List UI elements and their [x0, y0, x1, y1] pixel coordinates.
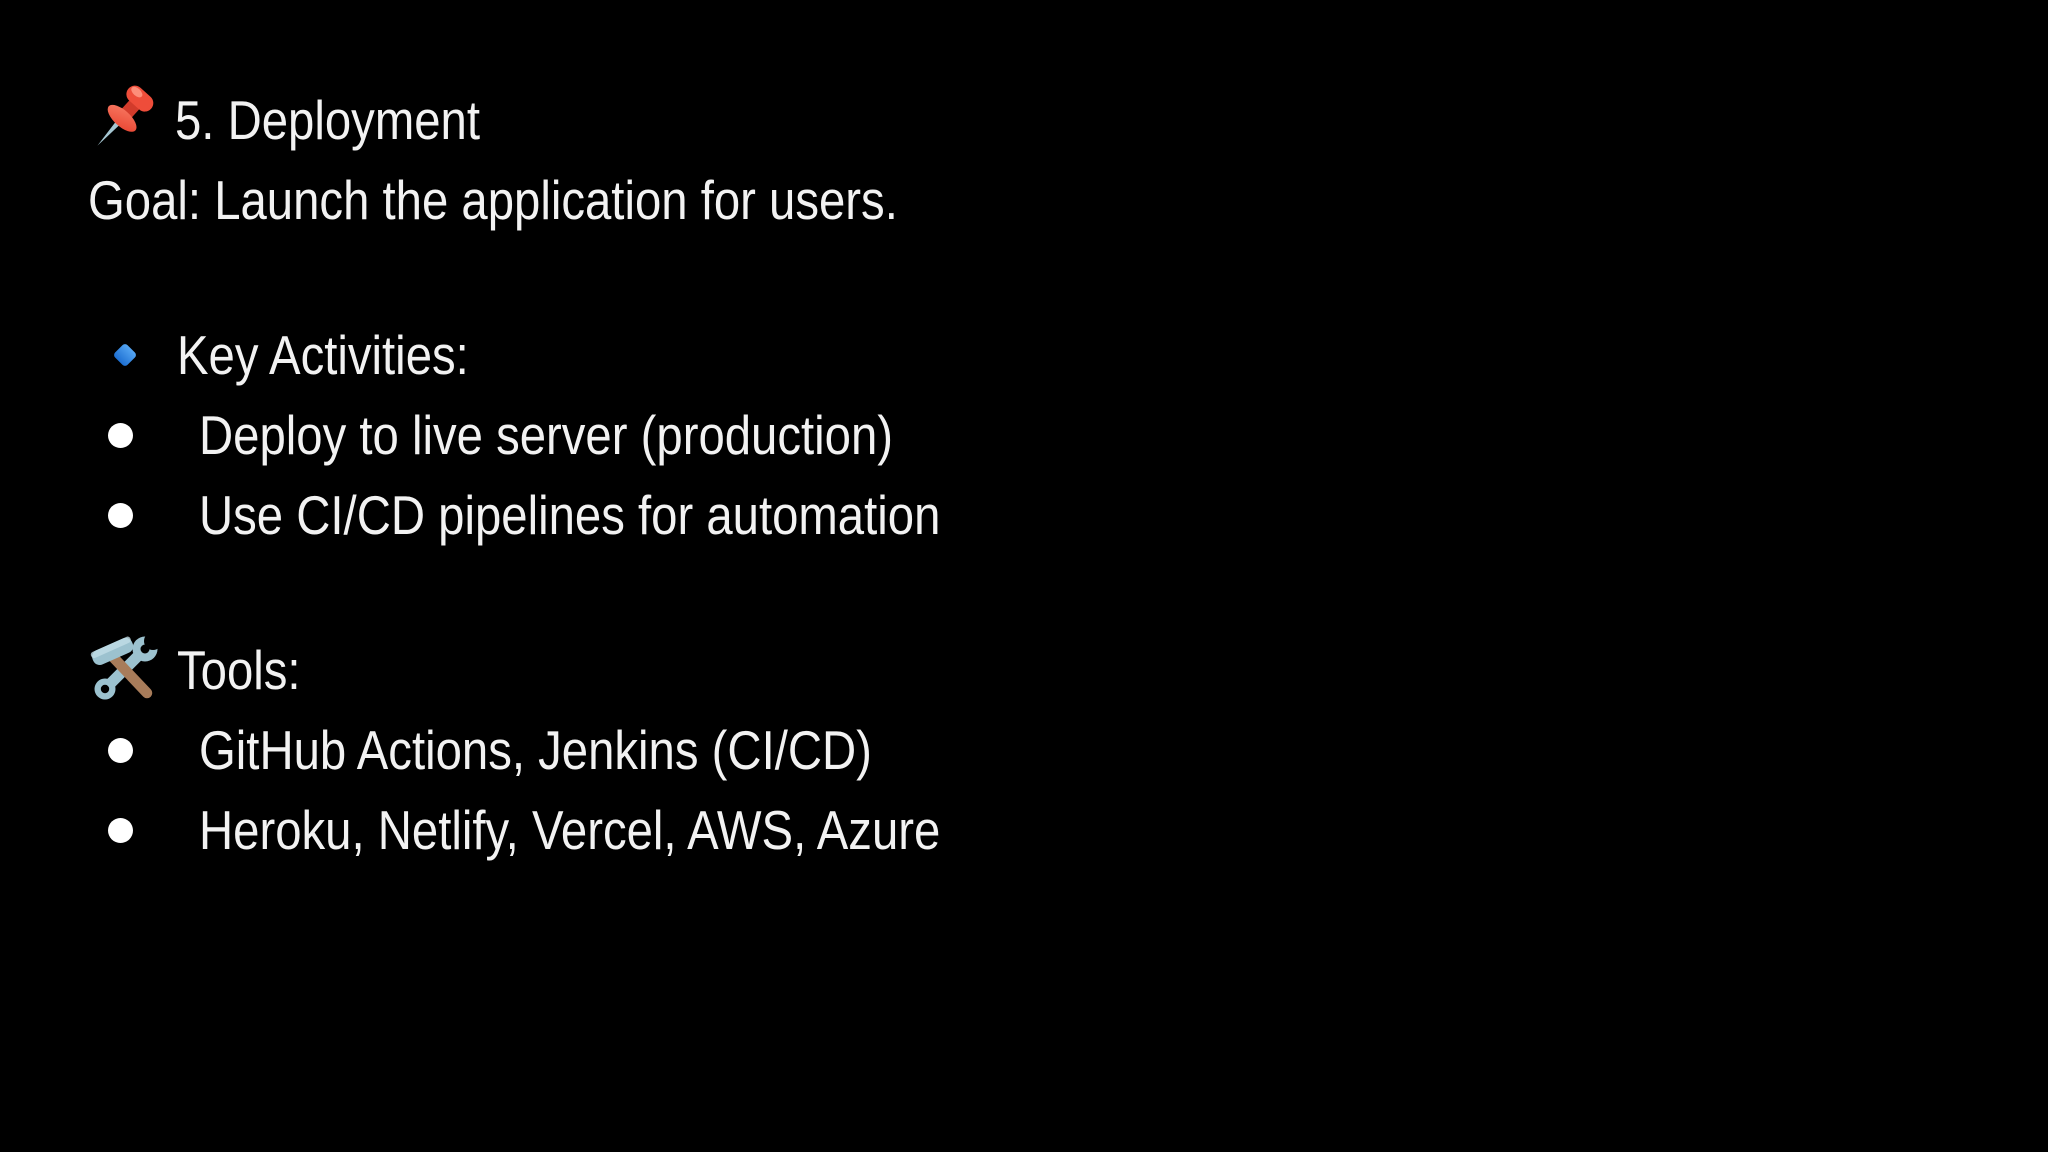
goal-line: Goal: Launch the application for users.	[88, 169, 898, 231]
list-item-label: Use CI/CD pipelines for automation	[199, 484, 941, 546]
slide-content: 5. Deployment Goal: Launch the applicati…	[88, 80, 1061, 870]
key-activities-header-row: Key Activities:	[88, 315, 1061, 395]
list-item-label: Heroku, Netlify, Vercel, AWS, Azure	[199, 799, 941, 861]
bullet-icon	[108, 422, 133, 448]
list-item: Deploy to live server (production)	[88, 395, 1061, 475]
goal-row: Goal: Launch the application for users.	[88, 160, 1061, 240]
pushpin-icon	[97, 85, 154, 146]
bullet-icon	[108, 502, 133, 528]
hammer-part	[90, 636, 153, 699]
list-item: Use CI/CD pipelines for automation	[88, 475, 1061, 555]
hammer-wrench-icon	[90, 632, 162, 700]
list-item: GitHub Actions, Jenkins (CI/CD)	[88, 710, 1061, 790]
tools-header: Tools:	[177, 639, 301, 701]
key-activities-header: Key Activities:	[177, 324, 469, 386]
bullet-icon	[108, 737, 133, 763]
tools-header-row: Tools:	[88, 630, 1061, 710]
section-gap	[88, 240, 1061, 315]
section-gap	[88, 555, 1061, 630]
list-item: Heroku, Netlify, Vercel, AWS, Azure	[88, 790, 1061, 870]
slide-title: 5. Deployment	[175, 89, 480, 151]
title-row: 5. Deployment	[88, 80, 1061, 160]
bullet-icon	[108, 817, 133, 843]
blue-diamond-icon	[114, 344, 136, 366]
list-item-label: GitHub Actions, Jenkins (CI/CD)	[199, 719, 872, 781]
list-item-label: Deploy to live server (production)	[199, 404, 894, 466]
